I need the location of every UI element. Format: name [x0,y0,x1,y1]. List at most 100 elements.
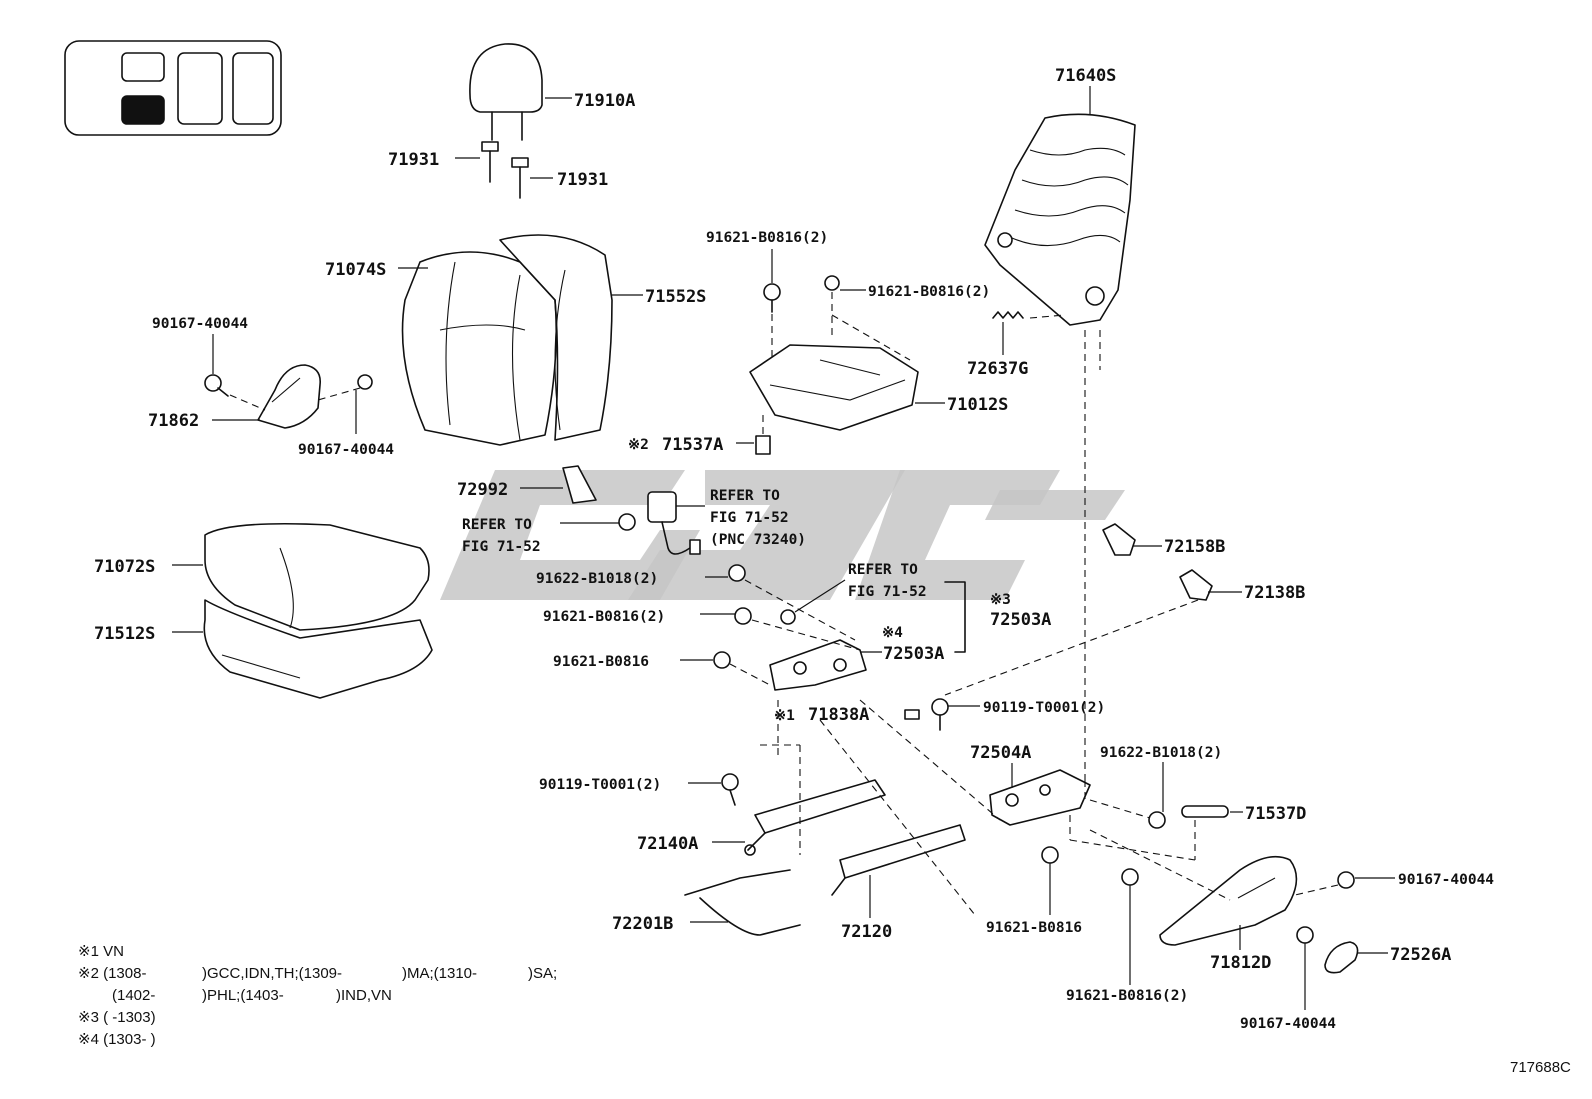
note-2a-1: )GCC,IDN,TH;(1309- [202,965,342,982]
nut-refer [618,513,636,531]
label-72503A-1: 72503A [990,610,1051,630]
recliner-72503A [769,639,867,691]
label-71074S: 71074S [325,260,386,280]
label-71012S: 71012S [947,395,1008,415]
refer-3-line1: REFER TO [848,562,918,578]
seatback-frame-71640S [984,113,1136,326]
wire-72201B [684,869,801,936]
cover-72138B [1179,569,1213,601]
spring-72637G [992,311,1024,319]
seat-frame-71012S [749,344,919,431]
label-91622-a: 91622-B1018(2) [536,571,658,587]
headrest-71910A [469,43,543,141]
label-71910A: 71910A [574,91,635,111]
label-71537A [755,435,771,455]
bolt-90119-T0001-b [721,773,739,806]
label-90167-r2: 90167-40044 [1240,1016,1336,1032]
recliner-cover-71812D [1159,855,1298,946]
label-91621-b: 91621-B0816(2) [543,609,665,625]
label-71931b: 71931 [557,170,608,190]
refer-1-line1: REFER TO [462,517,532,533]
watermark-logo [440,470,1125,600]
bolt-91621-B0816-b [734,607,752,625]
refer-2-line1: REFER TO [710,488,780,504]
label-71838A [904,709,920,720]
label-72201B: 72201B [612,914,673,934]
seat-belt-buckle [647,491,701,555]
cover-72158B [1102,523,1136,556]
note-2a-2: )MA;(1310- [402,965,477,982]
label-71812D: 71812D [1210,953,1271,973]
refer-2-line2: FIG 71-52 [710,510,789,526]
note-2a-mark: ※2 (1308- [78,965,146,982]
bolt-90167-40044-left [204,374,229,397]
mark-3: ※3 [990,592,1011,608]
nut-refer-fig [780,609,796,625]
bolt-90167-40044-mid [357,374,373,390]
bolt-91621-B0816-e [1121,868,1139,886]
label-91621-top1: 91621-B0816(2) [706,230,828,246]
seat-track-72120 [831,824,966,896]
label-91621-c: 91621-B0816 [553,654,649,670]
recliner-72504A [989,769,1091,826]
bolt-91621-B0816-d [1041,846,1059,864]
label-71512S: 71512S [94,624,155,644]
label-72526A: 72526A [1390,945,1451,965]
refer-1-line2: FIG 71-52 [462,539,541,555]
part-72992 [562,465,597,504]
bolt-91621-B0816-top1 [763,283,781,313]
seatback-cover-71074S [401,251,558,446]
label-71072S: 71072S [94,557,155,577]
label-71838A: 71838A [808,705,869,725]
note-2a-3: )SA; [528,965,557,982]
label-72637G: 72637G [967,359,1028,379]
refer-3-line2: FIG 71-52 [848,584,927,600]
note-2b-3: )IND,VN [336,987,392,1004]
refer-2-line3: (PNC 73240) [710,532,806,548]
mark-1: ※1 [774,708,795,724]
bolt-91622-B1018-a [728,564,746,582]
label-72504A: 72504A [970,743,1031,763]
bolt-90167-40044-r1 [1337,871,1355,889]
label-72503A-2: 72503A [883,644,944,664]
note-2b-1: (1402- [112,987,155,1004]
seatback-pad-71552S [499,234,613,441]
label-72140A: 72140A [637,834,698,854]
label-90119-b: 90119-T0001(2) [539,777,661,793]
label-90167-top: 90167-40044 [152,316,248,332]
label-72120: 72120 [841,922,892,942]
bolt-91621-B0816-top2 [824,275,840,291]
note-4: ※4 (1303- ) [78,1031,156,1048]
label-90119-a: 90119-T0001(2) [983,700,1105,716]
bolt-90119-T0001-a [931,698,949,731]
cover-71862 [257,364,322,429]
label-90167-mid: 90167-40044 [298,442,394,458]
bolt-90167-40044-r2 [1296,926,1314,944]
label-71552S: 71552S [645,287,706,307]
label-72992: 72992 [457,480,508,500]
label-91621-d: 91621-B0816 [986,920,1082,936]
label-72138B: 72138B [1244,583,1305,603]
mark-4: ※4 [882,625,903,641]
knob-72526A [1324,941,1359,974]
note-3: ※3 ( -1303) [78,1009,156,1026]
label-71862: 71862 [148,411,199,431]
label-91621-e: 91621-B0816(2) [1066,988,1188,1004]
headrest-support-71931 [481,141,529,199]
seat-track-72140A [744,779,886,856]
label-91622-b: 91622-B1018(2) [1100,745,1222,761]
label-71640S: 71640S [1055,66,1116,86]
note-2b-2: )PHL;(1403- [202,987,284,1004]
mark-2: ※2 [628,437,649,453]
label-71537A: 71537A [662,435,723,455]
label-91621-top2: 91621-B0816(2) [868,284,990,300]
label-71537D: 71537D [1245,804,1306,824]
bolt-91621-B0816-c [713,651,731,669]
bracket-72503A [944,581,966,653]
seat-cushion-pad-71512S [203,599,433,699]
label-72158B: 72158B [1164,537,1225,557]
seat-cushion-cover-71072S [204,522,430,631]
label-90167-r1: 90167-40044 [1398,872,1494,888]
note-1: ※1 VN [78,943,124,960]
